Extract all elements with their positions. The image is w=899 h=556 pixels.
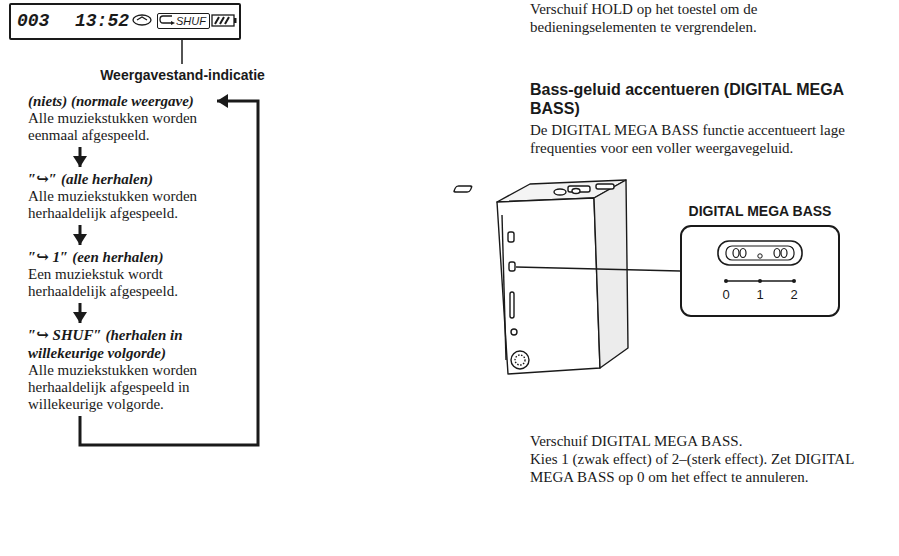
scale-dot (758, 279, 762, 283)
mode-indicator: SHUF (157, 13, 210, 29)
switch-grip (758, 254, 762, 258)
flow-arrow (73, 303, 87, 323)
switch-body (718, 241, 802, 265)
arrowhead (73, 156, 87, 167)
mode-block: ″↪″ (alle herhalen)Alle muziekstukken wo… (28, 170, 243, 222)
indicator-label: Weergavestand-indicatie (90, 67, 275, 84)
arrowhead (73, 312, 87, 323)
switch-grip (740, 249, 746, 258)
disc-icon (137, 17, 147, 20)
player-illustration (453, 180, 628, 374)
scale-number: 1 (753, 287, 767, 302)
switch-slider (726, 246, 794, 260)
lcd-display: 003 13:52 SHUF (9, 3, 241, 40)
callout-title: DIGITAL MEGA BASS (680, 203, 840, 220)
mode-heading: ″↪ 1″ (een herhalen) (28, 248, 243, 266)
switch-grip (733, 249, 739, 258)
repeat-icon (160, 16, 172, 23)
scale-dot (724, 279, 728, 283)
mode-heading: ″↪″ (alle herhalen) (28, 170, 243, 188)
flow-arrow (73, 147, 87, 167)
battery-icon (212, 15, 234, 26)
mode-description: Alle muziekstukken worden herhaaldelijk … (28, 188, 243, 222)
body-text: De DIGITAL MEGA BASS functie accentueert… (530, 121, 892, 157)
section-heading: Bass-geluid accentueren (DIGITAL MEGA BA… (530, 80, 875, 118)
instruction-text: Verschuif DIGITAL MEGA BASS. (530, 432, 885, 450)
instruction-text: Kies 1 (zwak effect) of 2–(sterk effect)… (530, 450, 885, 486)
disc-icon (133, 15, 151, 25)
switch-callout: DIGITAL MEGA BASS 0 1 2 (680, 203, 840, 317)
mode-description: Alle muziekstukken worden eenmaal afgesp… (28, 110, 213, 144)
scale-number: 0 (719, 287, 733, 302)
switch-grip (774, 249, 780, 258)
callout-frame: 0 1 2 (680, 225, 840, 317)
mode-heading: ″↪ SHUF″ (herhalen in willekeurige volgo… (28, 326, 243, 362)
battery-icon (234, 18, 237, 23)
scale-number: 2 (787, 287, 801, 302)
flow-arrow (73, 225, 87, 245)
leader-line (181, 40, 183, 64)
body-text: Verschuif HOLD op het toestel om de bedi… (530, 0, 800, 36)
mode-description: Alle muziekstukken worden herhaaldelijk … (28, 362, 243, 413)
mode-block: ″↪ SHUF″ (herhalen in willekeurige volgo… (28, 326, 243, 413)
scale-dot (792, 279, 796, 283)
mode-block: (niets) (normale weergave)Alle muziekstu… (28, 92, 213, 144)
arrowhead (217, 94, 228, 108)
leader-line (516, 267, 680, 271)
repeat-icon (171, 21, 175, 25)
track-number: 003 (17, 11, 49, 31)
arrowhead (73, 234, 87, 245)
mode-block: ″↪ 1″ (een herhalen)Een muziekstuk wordt… (28, 248, 243, 300)
battery-icon (215, 17, 229, 24)
mode-description: Een muziekstuk wordt herhaaldelijk afges… (28, 266, 243, 300)
switch-grip (781, 249, 787, 258)
time-display: 13:52 (75, 11, 129, 31)
mode-heading: (niets) (normale weergave) (28, 92, 213, 110)
